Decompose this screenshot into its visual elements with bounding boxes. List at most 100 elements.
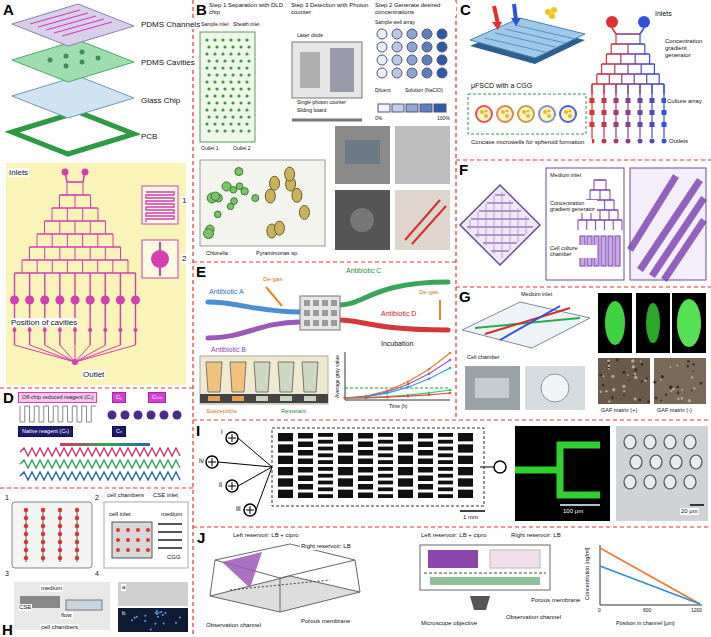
growth-chart (345, 352, 346, 400)
channel-schematic (458, 433, 473, 441)
chip-photo (58, 532, 62, 536)
chip-array (322, 300, 328, 306)
zoom-tree (590, 190, 591, 200)
channel-schematic (298, 459, 313, 465)
well-photo (206, 362, 318, 401)
channel-network (146, 192, 174, 222)
chip-photo (12, 502, 92, 568)
device-photo (465, 366, 585, 410)
chip-photo (157, 616, 159, 618)
channel-schematic (398, 444, 413, 452)
zoom-tree (618, 210, 619, 220)
gradient-tree (611, 43, 628, 45)
figure-label: De-gas (418, 289, 439, 296)
sample-well (377, 68, 387, 78)
chip-photo (164, 612, 166, 614)
channel-network (30, 345, 75, 362)
figure-label: 3 (4, 570, 10, 578)
channel-schematic (438, 453, 453, 457)
channel-schematic (460, 510, 485, 512)
gradient-tree (640, 83, 652, 85)
dld-array (231, 45, 234, 48)
dld-array (221, 94, 224, 97)
device-photo (395, 190, 450, 250)
chip-photo (58, 548, 62, 552)
channel-schematic (338, 456, 353, 464)
growth-chart (345, 360, 450, 398)
matrix-image (638, 398, 641, 401)
reservoir-sketch (355, 560, 360, 592)
figure-label: Concentration gradient generator (664, 38, 708, 59)
device-photo (405, 200, 446, 244)
figure-label: 0% (374, 116, 383, 122)
chip-photo (24, 516, 28, 520)
channel-schematic (206, 432, 506, 516)
matrix-image (669, 366, 671, 368)
channel-network (134, 328, 138, 332)
chip-3d (475, 318, 580, 328)
channel-network (10, 169, 178, 366)
figure-label: 600 (642, 608, 652, 614)
gradient-tree (614, 64, 615, 74)
matrix-image (676, 364, 678, 366)
droplet (624, 435, 702, 489)
chip-photo (75, 516, 79, 520)
gradient-tree (602, 122, 607, 127)
channel-schematic (298, 450, 313, 456)
channel-schematic (438, 440, 453, 444)
cross-section (490, 550, 540, 568)
figure-label: cell chambers (40, 624, 79, 631)
chip-array (331, 300, 337, 306)
gradient-tree (638, 98, 643, 103)
fluorescence-image (515, 445, 600, 495)
chip-3d (511, 18, 521, 26)
gradient-tree (609, 74, 610, 84)
sample-well (420, 104, 432, 112)
channel-network (89, 273, 90, 345)
channel-network (25, 296, 34, 305)
chip-photo (144, 615, 146, 617)
chip-diamond (460, 185, 540, 265)
channel-network (22, 259, 128, 261)
reservoir-sketch (210, 576, 360, 612)
channel-network (131, 296, 140, 305)
chip-photo (24, 556, 28, 560)
dld-array (239, 73, 242, 76)
channel-network (90, 195, 91, 208)
device-photo (465, 366, 520, 410)
channel-schematic (318, 433, 333, 437)
droplet (684, 435, 696, 449)
channel-network (37, 260, 38, 273)
growth-chart (365, 396, 368, 399)
chip-photo (58, 516, 62, 520)
channel-network (151, 250, 169, 268)
network-ground (6, 163, 186, 385)
dld-array (213, 94, 216, 97)
setup-photo (118, 608, 188, 632)
figure-label: ii (218, 481, 223, 489)
chip-photo (160, 611, 162, 613)
channel-schematic (458, 478, 473, 486)
well-photo (206, 362, 222, 392)
channel-schematic (378, 494, 393, 498)
figure-label: Single-photon counter (296, 100, 347, 106)
dld-array (207, 45, 210, 48)
gradient-tree (628, 83, 640, 85)
channel-network (105, 221, 106, 234)
chip-array (304, 310, 310, 316)
dilution-channel (20, 406, 182, 480)
channel-schematic (358, 476, 373, 482)
channel-network (118, 328, 122, 332)
zoom-view (630, 168, 706, 280)
chip-photo (24, 508, 181, 631)
channel-schematic (438, 467, 453, 471)
figure-label: Outlet 2 (232, 146, 252, 152)
figure-label: Observation channel (505, 614, 562, 621)
growth-chart (344, 397, 347, 400)
channel-network (52, 208, 53, 221)
channel-schematic (378, 481, 393, 485)
chip-array (322, 310, 328, 316)
channel-schematic (278, 456, 293, 464)
chip-photo (116, 548, 120, 552)
channel-schematic (318, 494, 333, 498)
